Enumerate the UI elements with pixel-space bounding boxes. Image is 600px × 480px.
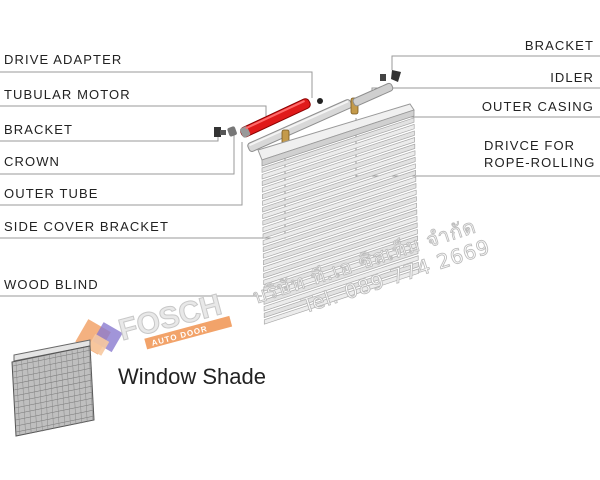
wood-blind-slats xyxy=(261,117,419,325)
roller-mechanism xyxy=(214,70,401,152)
leader-bracket-right xyxy=(391,55,600,70)
crown-part xyxy=(227,126,237,137)
thumbnail-mesh-line xyxy=(54,353,60,428)
blind-slat xyxy=(262,176,417,233)
thumbnail-mesh-line xyxy=(26,359,32,434)
blind-slat xyxy=(262,156,416,213)
window-shade-thumbnail xyxy=(11,339,95,437)
label-bracket-right: BRACKET xyxy=(525,38,594,53)
blind-slat xyxy=(262,143,416,200)
blind-slat xyxy=(261,130,415,187)
blind-slat xyxy=(262,202,417,259)
thumbnail-mesh-line xyxy=(38,357,43,432)
blind-slat xyxy=(261,123,415,180)
thumbnail-mesh-line xyxy=(77,349,82,424)
thumbnail-mesh-line xyxy=(60,352,66,427)
leader-crown xyxy=(0,132,235,175)
labels-right: BRACKET IDLER OUTER CASING DRIVCE FOR RO… xyxy=(482,38,595,170)
blind-slat xyxy=(263,222,418,279)
bracket-left-part xyxy=(214,127,226,137)
thumbnail-mesh-line xyxy=(32,358,38,433)
blind-slat xyxy=(263,268,419,325)
label-crown: CROWN xyxy=(4,154,60,169)
label-bracket-left: BRACKET xyxy=(4,122,73,137)
blind-slat xyxy=(261,117,415,173)
thumbnail-mesh-line xyxy=(21,360,26,435)
blind-slat xyxy=(263,215,418,272)
logo-tagline-bar xyxy=(144,315,233,350)
blind-slat xyxy=(263,261,419,319)
blind-slat xyxy=(263,255,419,312)
label-outer-casing: OUTER CASING xyxy=(482,99,594,114)
label-outer-tube: OUTER TUBE xyxy=(4,186,99,201)
thumbnail-mesh-line xyxy=(71,350,77,425)
leader-tubular-motor xyxy=(0,105,267,116)
tubular-motor-part xyxy=(240,98,311,138)
label-idler: IDLER xyxy=(550,70,594,85)
thumbnail-mesh-line xyxy=(82,348,88,423)
idler-part xyxy=(352,82,394,107)
blind-slat xyxy=(263,209,418,266)
labels-left: DRIVE ADAPTER TUBULAR MOTOR BRACKET CROW… xyxy=(4,52,169,292)
label-drive-adapter: DRIVE ADAPTER xyxy=(4,52,122,67)
blind-slat xyxy=(262,196,417,253)
blind-slat xyxy=(261,137,415,193)
blind-slat xyxy=(262,163,416,220)
blind-slat xyxy=(262,169,416,226)
thumbnail-mesh xyxy=(12,347,95,437)
blind-slat xyxy=(263,228,418,286)
blind-slat xyxy=(262,189,417,246)
label-tubular-motor: TUBULAR MOTOR xyxy=(4,87,131,102)
drive-adapter-part xyxy=(317,98,323,104)
diagram-caption: Window Shade xyxy=(118,364,266,389)
blind-slat xyxy=(263,242,419,299)
thumbnail-mesh-line xyxy=(66,351,71,426)
thumbnail-mesh-line xyxy=(49,355,54,430)
blind-slat xyxy=(262,183,417,239)
bracket-right-part xyxy=(380,70,401,82)
label-drive-rope-rolling-line1: DRIVCE FOR xyxy=(484,138,575,153)
thumbnail-mesh-line xyxy=(43,356,49,431)
leader-idler xyxy=(371,87,600,94)
thumbnail-mesh-line xyxy=(88,347,94,422)
blind-slat xyxy=(263,248,419,305)
blind-slat xyxy=(262,150,416,206)
leader-drive-adapter xyxy=(0,71,313,98)
label-drive-rope-rolling-line2: ROPE-ROLLING xyxy=(484,155,595,170)
outer-casing-part xyxy=(257,103,415,167)
leader-outer-tube xyxy=(0,142,243,206)
label-side-cover-bracket: SIDE COVER BRACKET xyxy=(4,219,169,234)
blind-slat xyxy=(263,235,418,292)
thumbnail-mesh-line xyxy=(15,361,21,437)
label-wood-blind: WOOD BLIND xyxy=(4,277,99,292)
